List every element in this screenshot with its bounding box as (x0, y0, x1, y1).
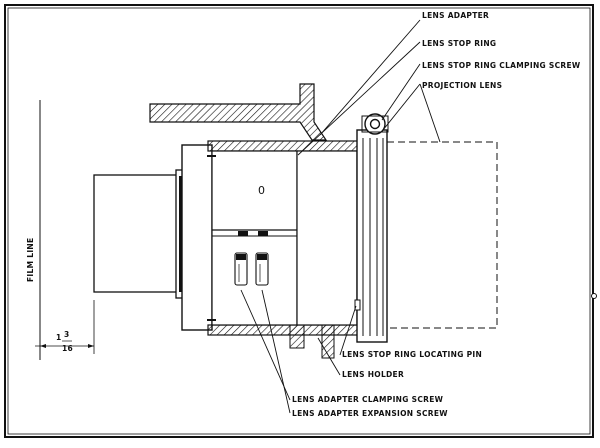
label-projection-lens: PROJECTION LENS (422, 81, 502, 90)
top-bracket (149, 83, 328, 141)
inner-border (7, 7, 591, 435)
adapter-slot-2 (258, 231, 268, 236)
label-locating-pin: LENS STOP RING LOCATING PIN (342, 350, 482, 359)
leader-ring-clamp-screw (381, 63, 421, 121)
lens-holder-middle (296, 150, 358, 326)
lens-holder-rim (181, 144, 213, 331)
label-adapter-expansion-screw: LENS ADAPTER EXPANSION SCREW (292, 409, 448, 418)
ring-clamp-screw-inner (369, 118, 381, 130)
leader-locating-pin (339, 305, 357, 356)
leader-expansion-screw (261, 289, 291, 414)
label-adapter-clamping-screw: LENS ADAPTER CLAMPING SCREW (292, 395, 444, 404)
expansion-screw-head (257, 254, 267, 260)
border-mark (591, 293, 597, 299)
label-stop-ring-clamping-screw: LENS STOP RING CLAMPING SCREW (422, 61, 581, 70)
leader-lens-stop-ring (297, 41, 421, 156)
lens-holder-top-wall (207, 140, 359, 152)
label-lens-stop-ring: LENS STOP RING (422, 39, 496, 48)
lens-holder-bottom-wall (207, 324, 359, 336)
leader-projection-lens-1 (382, 83, 421, 131)
dimension-denominator: 16 (62, 344, 73, 353)
dimension-arrow-right (88, 344, 94, 348)
leader-lens-holder (317, 337, 341, 376)
label-lens-holder: LENS HOLDER (342, 370, 404, 379)
label-lens-adapter: LENS ADAPTER (422, 11, 489, 20)
leader-clamping-screw (240, 289, 291, 401)
locating-pin (354, 299, 361, 311)
expansion-screw (255, 252, 269, 286)
dimension-whole: 1 (56, 333, 62, 342)
part-number: 0 (258, 184, 265, 197)
lens-adapter-body (211, 150, 298, 326)
leader-lens-adapter (319, 19, 421, 136)
projection-lens-outline (387, 141, 498, 329)
film-line-label: FILM LINE (26, 238, 35, 282)
clamping-screw-head (236, 254, 246, 260)
leader-projection-lens-2 (419, 83, 441, 143)
lens-stop-ring (356, 129, 388, 343)
adapter-slot-1 (238, 231, 248, 236)
clamping-screw (234, 252, 248, 286)
gate-cylinder (93, 174, 179, 293)
outer-border (4, 4, 594, 438)
dimension-numerator: 3 (64, 330, 70, 339)
dimension-arrow-left (40, 344, 46, 348)
